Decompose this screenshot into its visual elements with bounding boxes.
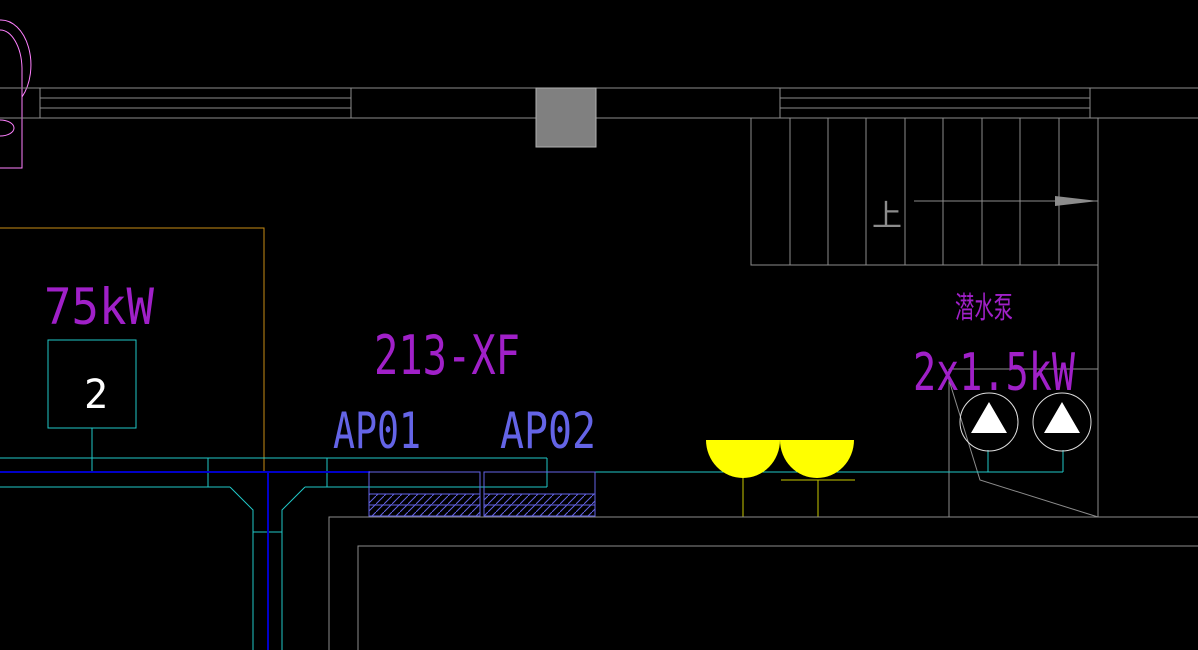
stair-arrow-icon — [1055, 196, 1098, 206]
panel-ap01-label: AP01 — [333, 402, 421, 460]
feeder-line — [0, 471, 370, 650]
pump-name-label: 潜水泵 — [955, 291, 1013, 326]
door-symbol — [0, 19, 32, 169]
top-wall — [0, 87, 1198, 119]
panel-ap02[interactable] — [483, 471, 596, 517]
pump-power-label: 2x1.5kW — [913, 343, 1076, 403]
cable-tray — [0, 450, 1064, 650]
panel-number: 2 — [84, 372, 108, 418]
panel-ap02-label: AP02 — [500, 402, 596, 460]
pump-icon[interactable] — [959, 392, 1019, 452]
lower-wall — [328, 516, 1198, 650]
panel-ap01[interactable] — [368, 471, 481, 517]
staircase — [750, 117, 1099, 518]
room-code-label: 213-XF — [374, 324, 520, 387]
lamp-icon — [780, 440, 855, 517]
room-boundary — [0, 227, 265, 472]
structural-column — [535, 87, 597, 148]
stair-direction-label: 上 — [872, 199, 902, 234]
lamp-icon — [706, 440, 780, 517]
pump-icon[interactable] — [1032, 392, 1092, 452]
load-power-label: 75kW — [44, 278, 155, 336]
